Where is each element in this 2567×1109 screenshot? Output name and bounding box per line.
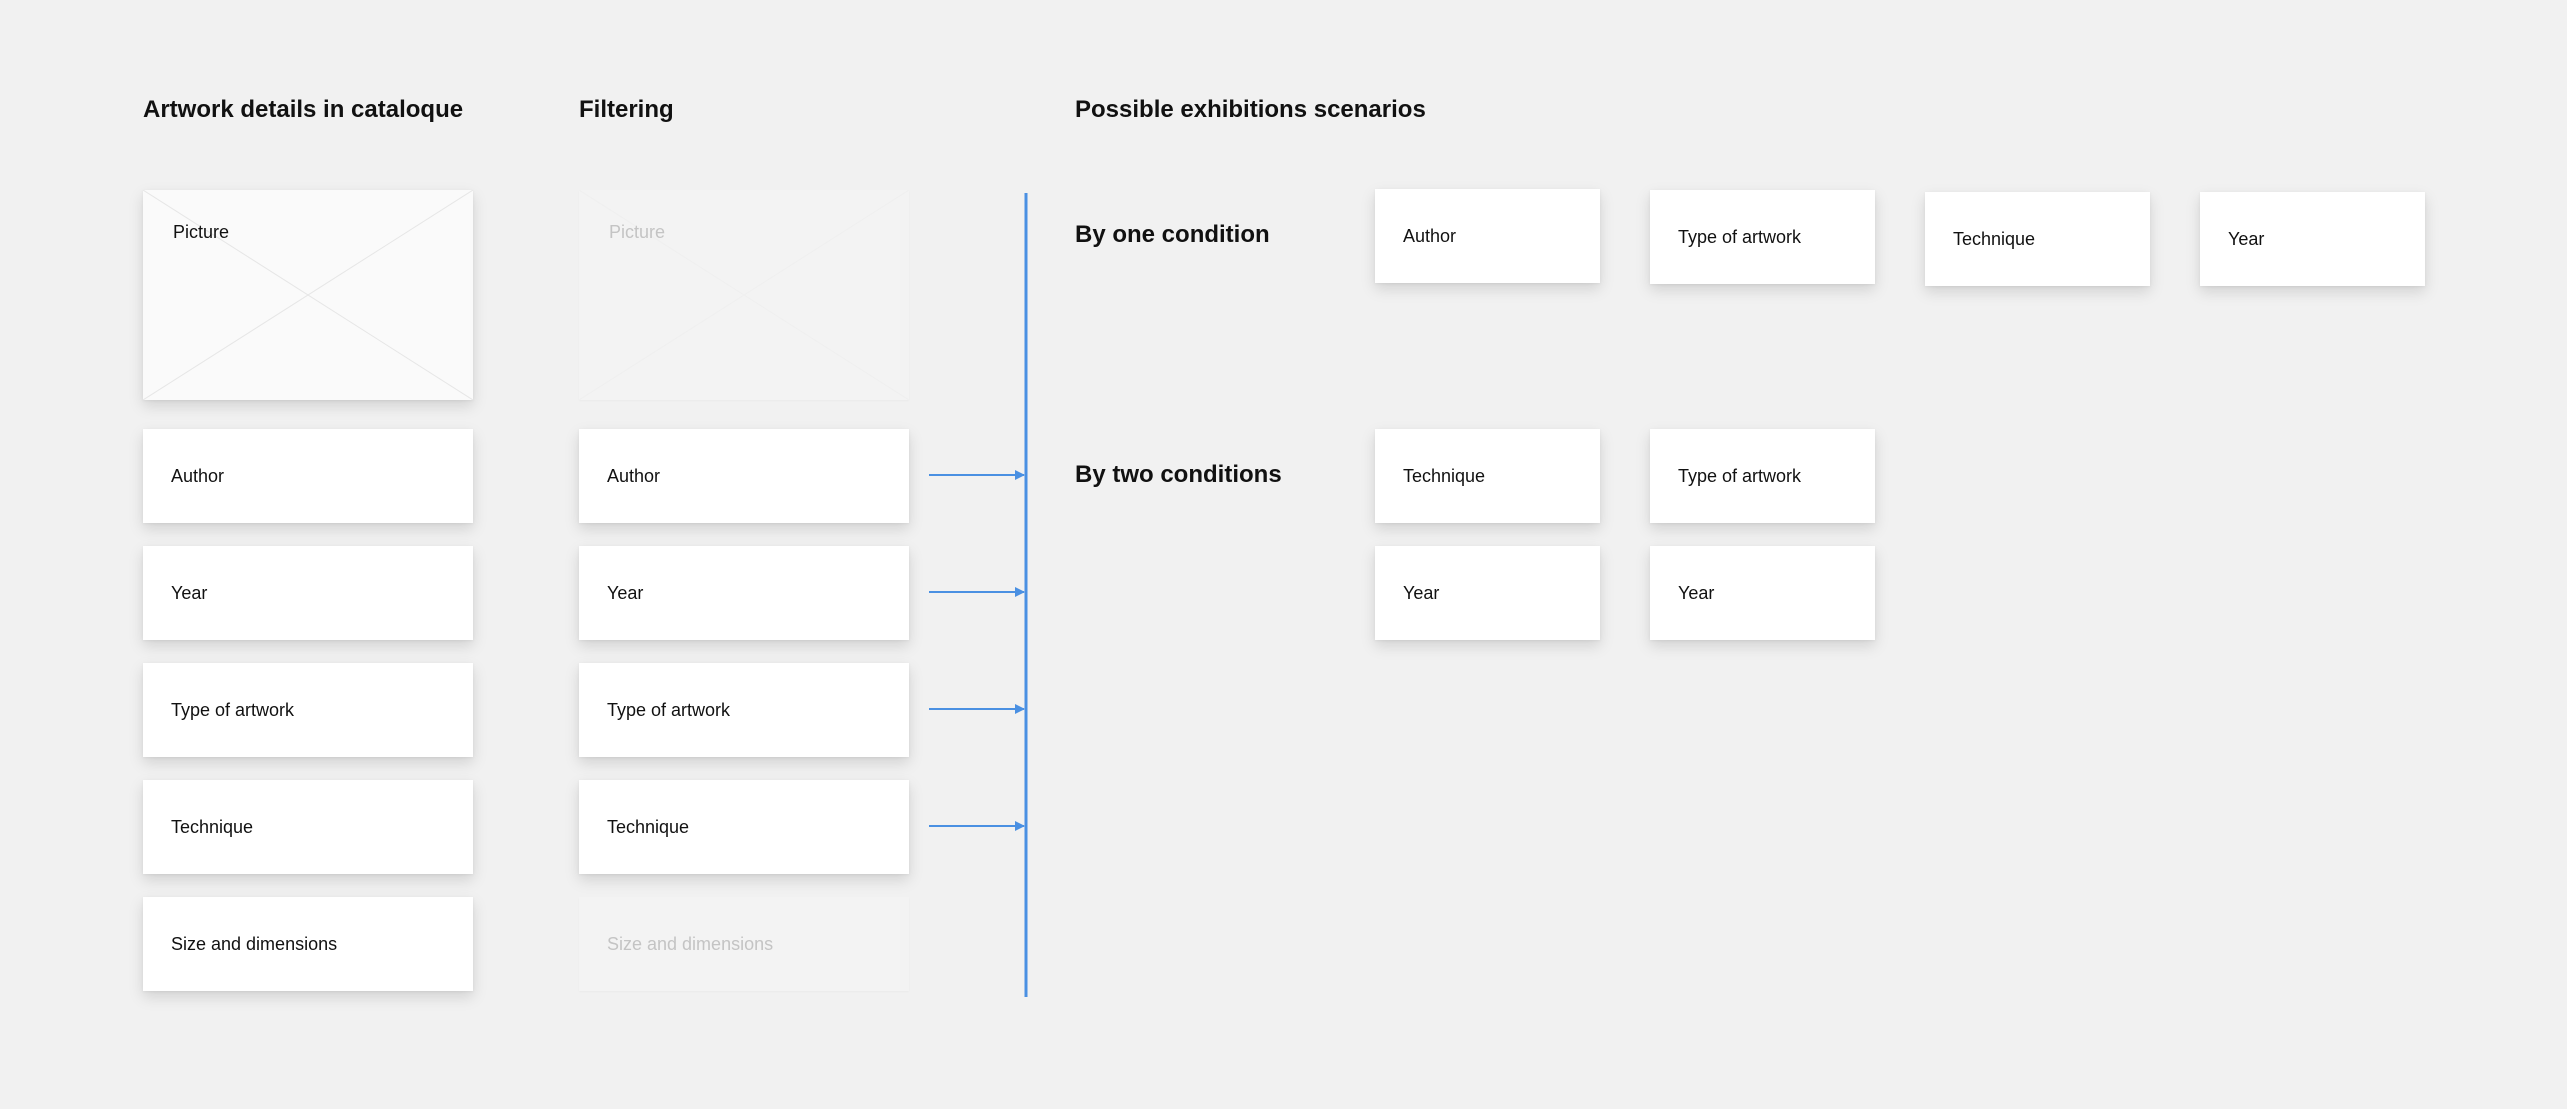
- scenario-two-type-card: Type of artwork: [1650, 429, 1875, 523]
- filtering-technique-card: Technique: [579, 780, 909, 874]
- card-label: Type of artwork: [607, 699, 731, 720]
- card-label: Year: [1403, 582, 1440, 603]
- scenario-one-year-card: Year: [2200, 192, 2425, 286]
- scenario-one-author-card: Author: [1375, 189, 1600, 283]
- catalogue-picture-card: Picture: [143, 190, 473, 400]
- card-label: Author: [607, 465, 661, 486]
- filtering-type-card: Type of artwork: [579, 663, 909, 757]
- scenario-one-technique-card: Technique: [1925, 192, 2150, 286]
- image-placeholder-icon: [143, 190, 473, 400]
- card-label: Technique: [171, 816, 254, 837]
- two-conditions-label: By two conditions: [1075, 461, 1282, 488]
- filtering-author-card: Author: [579, 429, 909, 523]
- card-label: Technique: [1953, 228, 2036, 249]
- filtering-year-card: Year: [579, 546, 909, 640]
- card-label: Type of artwork: [171, 699, 295, 720]
- catalogue-technique-card: Technique: [143, 780, 473, 874]
- card-label: Type of artwork: [1678, 226, 1802, 247]
- filtering-heading: Filtering: [579, 96, 674, 123]
- catalogue-picture-label: Picture: [173, 222, 230, 242]
- scenario-one-type-card: Type of artwork: [1650, 190, 1875, 284]
- scenario-two-year-card-a: Year: [1375, 546, 1600, 640]
- card-label: Year: [2228, 228, 2265, 249]
- card-label: Year: [1678, 582, 1715, 603]
- card-label: Size and dimensions: [171, 933, 338, 954]
- one-condition-label: By one condition: [1075, 221, 1270, 248]
- catalogue-author-card: Author: [143, 429, 473, 523]
- filtering-picture-label: Picture: [609, 222, 666, 242]
- card-label: Year: [171, 582, 208, 603]
- card-label: Type of artwork: [1678, 465, 1802, 486]
- card-label: Technique: [1403, 465, 1486, 486]
- filtering-picture-card: Picture: [579, 190, 909, 400]
- card-label: Author: [1403, 225, 1457, 246]
- catalogue-type-card: Type of artwork: [143, 663, 473, 757]
- catalogue-size-card: Size and dimensions: [143, 897, 473, 991]
- card-label: Author: [171, 465, 225, 486]
- catalogue-heading: Artwork details in cataloque: [143, 96, 464, 123]
- scenario-two-technique-card: Technique: [1375, 429, 1600, 523]
- filtering-size-card: Size and dimensions: [579, 897, 909, 991]
- image-placeholder-icon: [579, 190, 909, 400]
- card-label: Technique: [607, 816, 690, 837]
- scenarios-heading: Possible exhibitions scenarios: [1075, 96, 1426, 123]
- scenario-two-year-card-b: Year: [1650, 546, 1875, 640]
- card-label: Year: [607, 582, 644, 603]
- card-label: Size and dimensions: [607, 933, 774, 954]
- catalogue-year-card: Year: [143, 546, 473, 640]
